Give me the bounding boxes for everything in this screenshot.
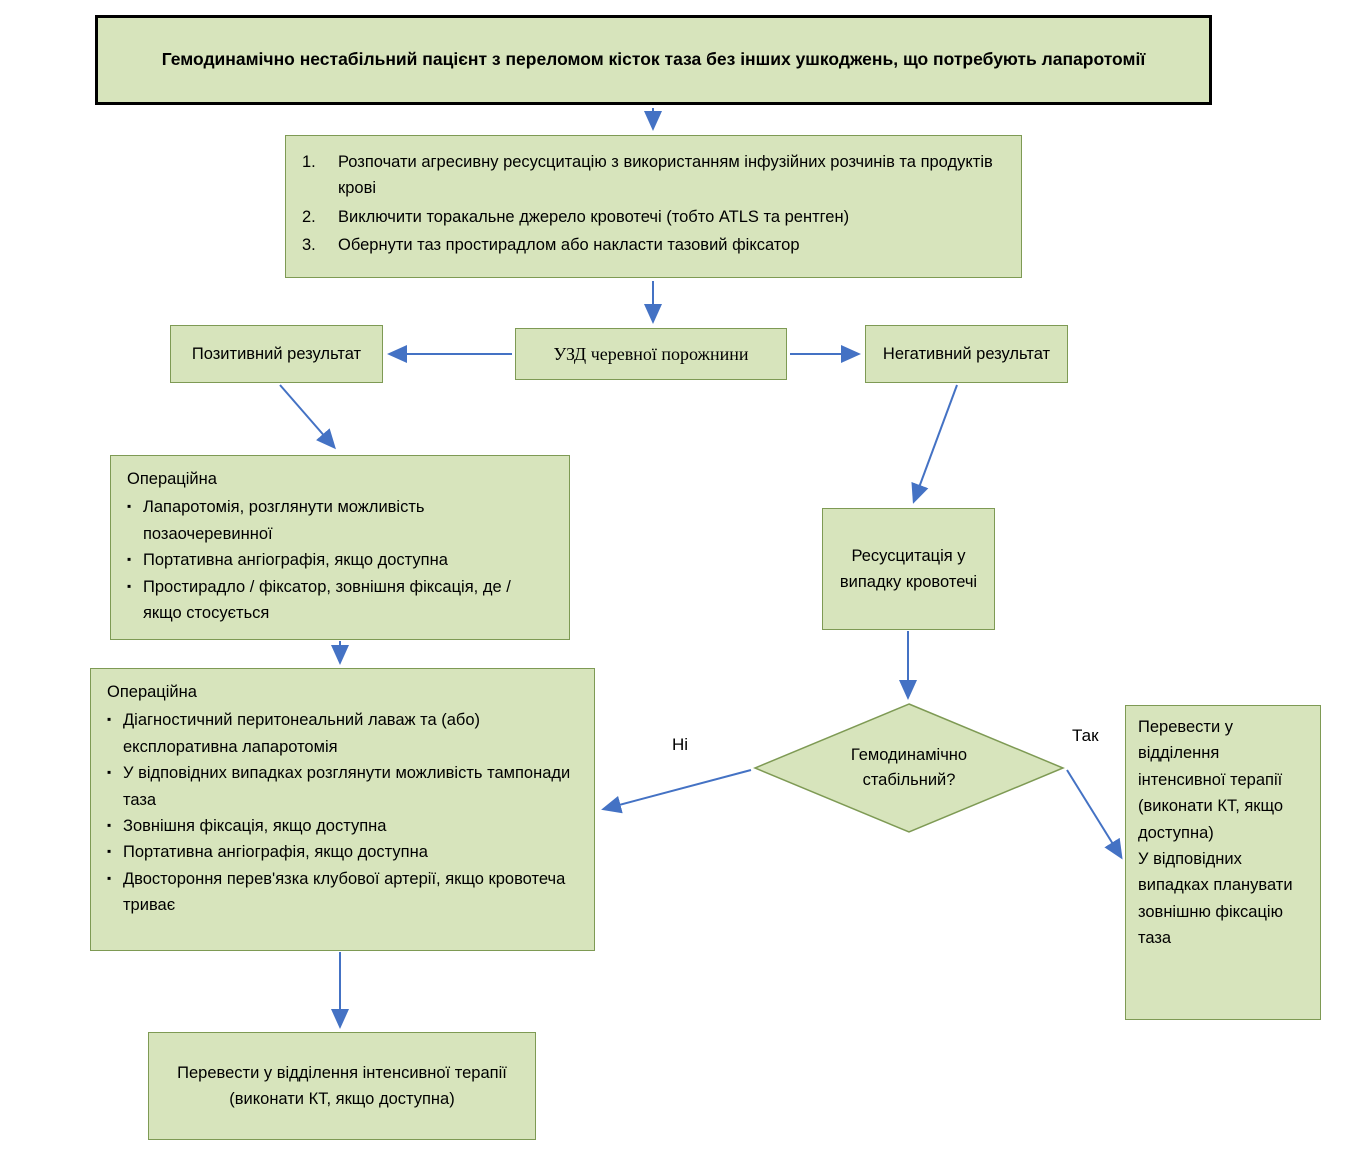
initial-steps-box: 1. Розпочати агресивну ресусцитацію з ви… <box>285 135 1022 278</box>
arrow-decision-yes-to-icu-right <box>1066 769 1123 860</box>
arrow-negative-to-resuscitation <box>911 384 958 504</box>
box-title: Операційна <box>107 683 197 701</box>
bullet-icon: ▪ <box>127 552 132 567</box>
arrow-positive-to-or1 <box>279 384 336 450</box>
ultrasound-box: УЗД черевної порожнини <box>515 328 787 380</box>
list-item-text: Двостороння перев'язка клубової артерії,… <box>123 869 566 915</box>
flowchart-title: Гемодинамічно нестабільний пацієнт з пер… <box>161 49 1146 70</box>
list-item-text: Лапаротомія, розглянути можливість позао… <box>143 498 425 543</box>
list-number: 1. <box>302 153 316 171</box>
list-number: 3. <box>302 236 316 255</box>
list-item: ▪ Лапаротомія, розглянути можливість поз… <box>127 494 553 547</box>
bullet-icon: ▪ <box>107 712 112 727</box>
ultrasound-label: УЗД черевної порожнини <box>553 343 749 364</box>
list-item: ▪ Простирадло / фіксатор, зовнішня фікса… <box>127 574 553 627</box>
list-item: ▪ Портативна ангіографія, якщо доступна <box>107 839 578 865</box>
list-item: ▪ Діагностичний перитонеальний лаваж та … <box>107 707 578 760</box>
title-box: Гемодинамічно нестабільний пацієнт з пер… <box>95 15 1212 105</box>
list-item: 2. Виключити торакальне джерело кровотеч… <box>302 204 1005 230</box>
list-item-text: Розпочати агресивну ресусцитацію з викор… <box>338 153 993 198</box>
bullet-icon: ▪ <box>127 499 132 514</box>
icu-right-text-2: У відповідних випадках планувати зовнішн… <box>1138 849 1293 948</box>
bullet-icon: ▪ <box>107 765 112 780</box>
list-item-text: Портативна ангіографія, якщо доступна <box>123 843 428 862</box>
box-title: Операційна <box>127 470 217 488</box>
resuscitation-box: Ресусцитація у випадку кровотечі <box>822 508 995 630</box>
icu-bottom-label: Перевести у відділення інтенсивної терап… <box>177 1063 507 1108</box>
negative-result-box: Негативний результат <box>865 325 1068 383</box>
branch-label-yes: Так <box>1072 726 1099 745</box>
positive-result-box: Позитивний результат <box>170 325 383 383</box>
negative-result-label: Негативний результат <box>882 344 1051 363</box>
branch-label-no: Ні <box>672 735 689 754</box>
list-item-text: Виключити торакальне джерело кровотечі (… <box>338 207 850 226</box>
decision-label: Гемодинамічно стабільний? <box>850 746 968 789</box>
list-item-text: Портативна ангіографія, якщо доступна <box>143 551 448 570</box>
list-item: ▪ Портативна ангіографія, якщо доступна <box>127 547 553 573</box>
bullet-icon: ▪ <box>107 817 112 832</box>
icu-bottom-box: Перевести у відділення інтенсивної терап… <box>148 1032 536 1140</box>
list-item: 3. Обернути таз простирадлом або накласт… <box>302 232 1005 258</box>
list-item-text: Обернути таз простирадлом або накласти т… <box>338 236 800 255</box>
list-item: ▪ Двостороння перев'язка клубової артері… <box>107 866 578 919</box>
list-item-text: Зовнішня фіксація, якщо доступна <box>123 816 387 835</box>
list-item: 1. Розпочати агресивну ресусцитацію з ви… <box>302 149 1005 202</box>
decision-diamond: Гемодинамічно стабільний? <box>753 703 1065 833</box>
list-item-text: Діагностичний перитонеальний лаваж та (а… <box>123 711 481 756</box>
positive-result-label: Позитивний результат <box>191 344 362 363</box>
list-item-text: Простирадло / фіксатор, зовнішня фіксаці… <box>143 577 511 622</box>
operating-room-box-1: Операційна ▪ Лапаротомія, розглянути мож… <box>110 455 570 640</box>
icu-right-text-1: Перевести у відділення інтенсивної терап… <box>1138 718 1284 842</box>
diamond-shape <box>753 703 1065 833</box>
icu-right-box: Перевести у відділення інтенсивної терап… <box>1125 705 1321 1020</box>
list-number: 2. <box>302 207 316 226</box>
list-item: ▪ Зовнішня фіксація, якщо доступна <box>107 813 578 839</box>
resuscitation-label: Ресусцитація у випадку кровотечі <box>839 546 978 591</box>
list-item-text: У відповідних випадках розглянути можлив… <box>123 764 571 809</box>
bullet-icon: ▪ <box>107 844 112 859</box>
operating-room-box-2: Операційна ▪ Діагностичний перитонеальни… <box>90 668 595 951</box>
list-item: ▪ У відповідних випадках розглянути можл… <box>107 760 578 813</box>
bullet-icon: ▪ <box>127 578 132 593</box>
bullet-icon: ▪ <box>107 870 112 885</box>
arrow-decision-no-to-or2 <box>601 769 752 814</box>
